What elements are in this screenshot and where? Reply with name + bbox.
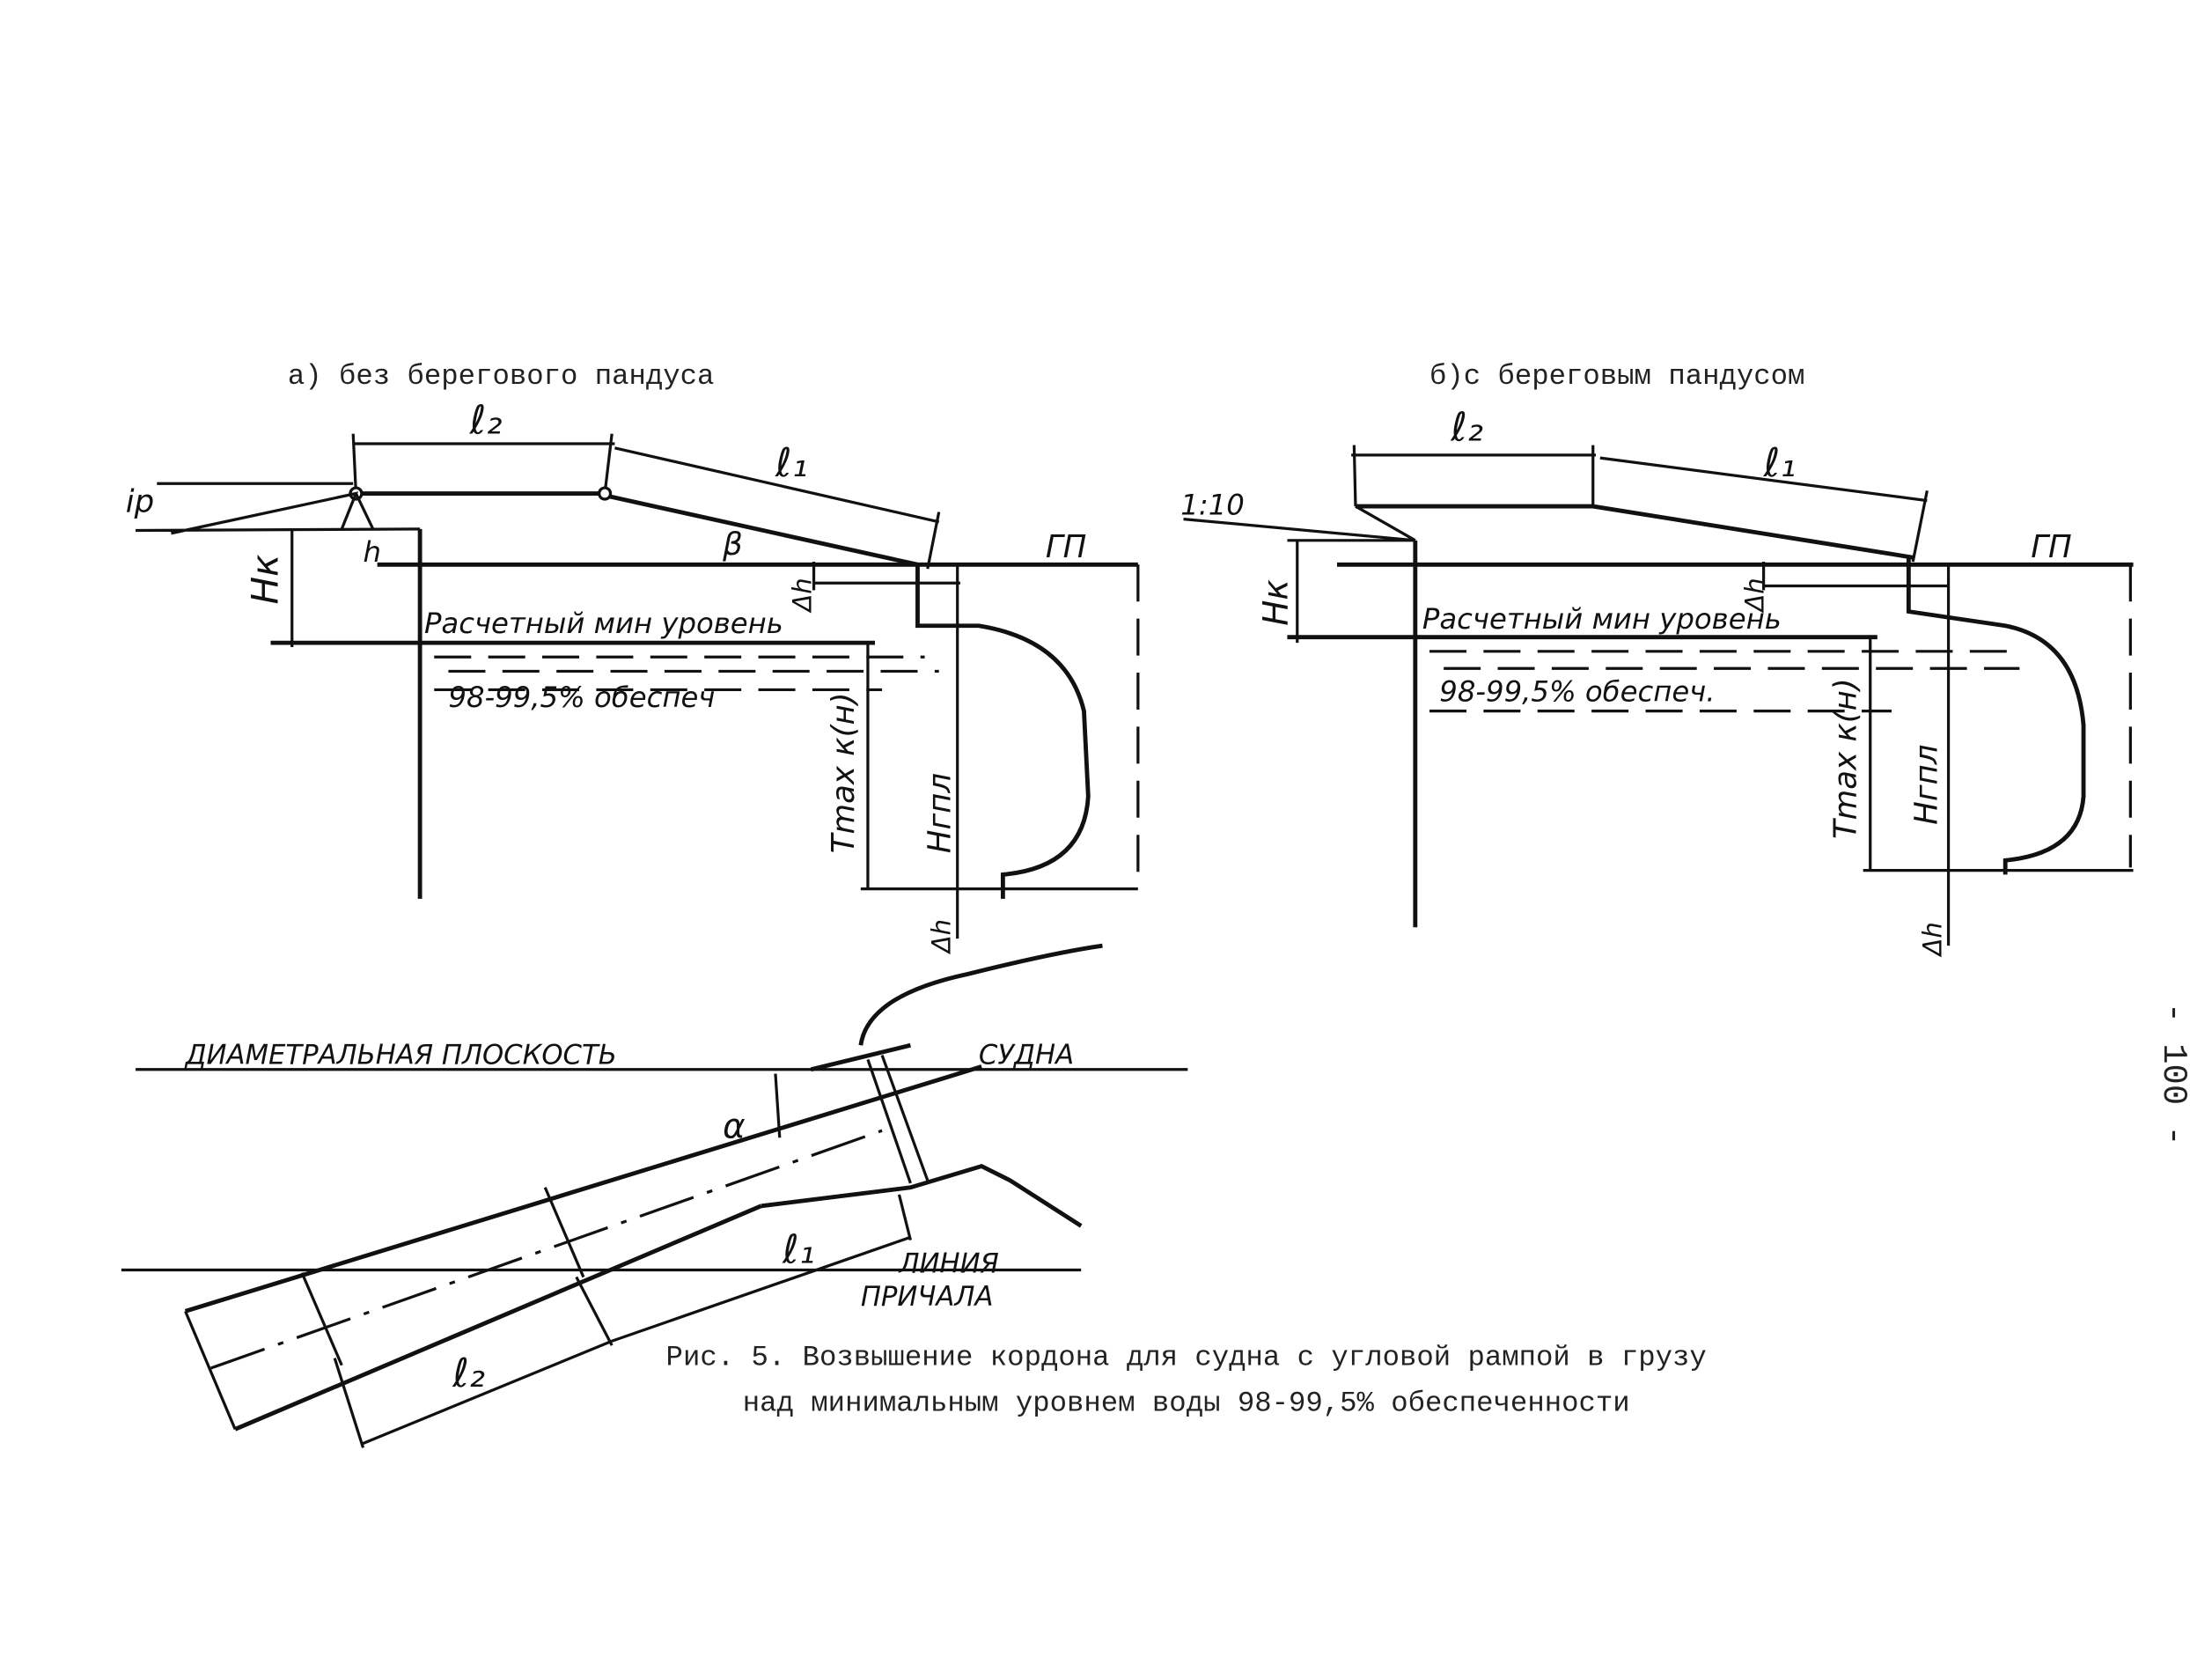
dh-dimension: [812, 562, 960, 591]
level-label: Расчетный мин уровень: [1422, 602, 1782, 636]
l2-label: ℓ₂: [1450, 404, 1483, 451]
dh-bottom-label: Δh: [927, 919, 957, 954]
ramp-centerline: [210, 1129, 883, 1370]
diametral-label: ДИАМЕТРАЛЬНАЯ ПЛОСКОСТЬ: [184, 1040, 617, 1071]
l2-dimension-line: [1351, 445, 1596, 507]
plan-view: ДИАМЕТРАЛЬНАЯ ПЛОСКОСТЬ СУДНА ℓ₂ ℓ₁ α ЛИ…: [121, 943, 1188, 1448]
dh-bottom-label: Δh: [1918, 922, 1948, 957]
ip-label: iр: [126, 484, 154, 520]
l1-dimension-line: [1599, 456, 1929, 563]
water-hatching: [1429, 650, 2020, 713]
security-label: 98-99,5% обеспеч.: [1439, 674, 1715, 708]
hk-label: Hк: [244, 554, 287, 605]
ramp-strip-upper: [184, 1064, 982, 1314]
hk-label: Hк: [1256, 579, 1296, 626]
ramp-cross-lines: [184, 1187, 585, 1431]
l2-dimension-line: [351, 433, 615, 494]
ramp-l1: [608, 494, 918, 567]
panel-a-title: а) без берегового пандуса: [288, 360, 715, 393]
dh-label: Δh: [1740, 578, 1770, 613]
dh-dimension: [1761, 562, 1949, 591]
caption-line-2: над минимальным уровнем воды 98-99,5% об…: [743, 1387, 1630, 1419]
gp-label: ГП: [1046, 529, 1087, 565]
l1-label: ℓ₁: [1763, 439, 1797, 486]
ship-hull: [1906, 557, 2086, 875]
water-hatching: [434, 655, 939, 692]
caption-line-1: Рис. 5. Возвышение кордона для судна с у…: [666, 1342, 1707, 1374]
page-number: - 100 -: [2154, 1003, 2193, 1146]
alpha-label: α: [723, 1107, 746, 1146]
hgpl-label: Hгпл: [1909, 745, 1945, 825]
level-label: Расчетный мин уровень: [424, 607, 783, 640]
security-label: 98-99,5% обеспеч: [448, 681, 715, 714]
ship-outline: [858, 943, 1103, 1046]
ship-hull: [915, 564, 1091, 899]
dh-label: Δh: [787, 578, 817, 613]
l2-label: ℓ₂: [452, 1350, 485, 1396]
gp-label: ГП: [2031, 529, 2072, 565]
h-label: h: [363, 535, 380, 569]
ramp-l2: [1355, 504, 1914, 560]
alpha-arc: [774, 1073, 782, 1138]
tmax-label: Tmax к(н): [826, 692, 862, 853]
tmax-dimension: [1863, 637, 2134, 872]
ship-label: СУДНА: [979, 1040, 1074, 1071]
ramp-hinge-bar: [810, 1042, 911, 1072]
hgpl-label: Hгпл: [922, 773, 959, 853]
ramp-arm: [866, 1055, 930, 1184]
panel-b: б)с береговым пандусом ℓ₂ ℓ₁ 1:10 ГП Hк …: [1180, 360, 2134, 957]
beta-label: β: [722, 526, 743, 563]
hinge-icon: [598, 486, 613, 501]
l1-dimension-line: [611, 1194, 912, 1343]
l2-dimension-line: [333, 1276, 614, 1448]
tmax-dimension: [860, 643, 1138, 891]
slope-label: 1:10: [1180, 489, 1245, 522]
shore-slope: [1183, 504, 1416, 542]
quay-edge: [761, 1163, 1083, 1228]
l1-label: ℓ₁: [775, 439, 808, 486]
l1-dimension-line: [614, 446, 941, 570]
berth-line-label-1: ЛИНИЯ: [898, 1249, 998, 1280]
panel-b-title: б)с береговым пандусом: [1429, 360, 1804, 393]
l1-label: ℓ₁: [782, 1226, 815, 1272]
panel-a: а) без берегового пандуса ℓ₂ ℓ₁ iр h β Г…: [126, 360, 1140, 954]
l2-label: ℓ₂: [469, 397, 503, 444]
ramp-strip-lower: [234, 1204, 762, 1432]
tmax-label: Tmax к(н): [1828, 678, 1864, 839]
shore-slope: [136, 482, 421, 535]
berth-line-label-2: ПРИЧАЛА: [861, 1282, 994, 1313]
